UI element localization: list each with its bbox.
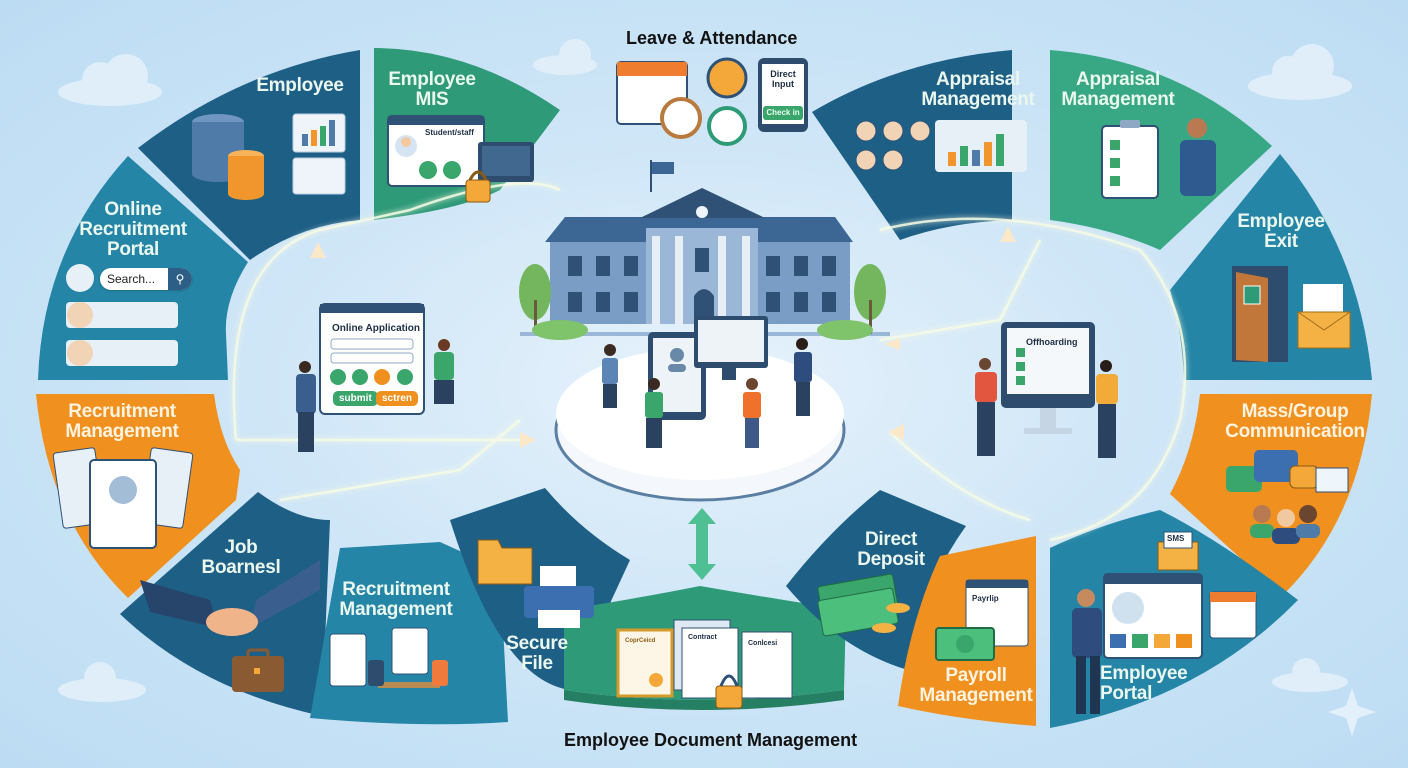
- certificate-label: CoprCeicd: [625, 638, 656, 644]
- connector-lines: [232, 182, 1187, 542]
- sms-label: SMS: [1167, 534, 1185, 543]
- monitor-icon: [694, 316, 768, 380]
- label-employee: Employee: [256, 75, 344, 96]
- staff-people-icon: [602, 338, 812, 448]
- candidate-list-icon: [66, 264, 178, 366]
- monitor-lock-icon: [465, 142, 534, 203]
- small-calendar-icon: [1209, 591, 1257, 639]
- certificate-icon: [616, 628, 674, 698]
- chat-bubbles-icon: [1226, 450, 1349, 493]
- offboarding-monitor-icon: [1001, 322, 1095, 434]
- heading-leave-attendance: Leave & Attendance: [626, 28, 798, 48]
- clipboard-icon: [1101, 120, 1159, 199]
- check-in-button: Check in: [763, 106, 803, 120]
- database-icon: [192, 114, 264, 200]
- offboarding-title: Offhoarding: [1026, 337, 1078, 347]
- submit-button: submit: [333, 391, 378, 406]
- cloud-icon: [58, 39, 1352, 702]
- action-button: sctren: [376, 391, 419, 406]
- applicant-people-icon: [296, 339, 454, 452]
- bidirectional-arrow-icon: [688, 508, 716, 580]
- team-avatars-icon: [855, 120, 931, 171]
- handshake-icon: [140, 560, 320, 636]
- payslip-label: Payrlip: [972, 594, 999, 603]
- heading-document-management: Employee Document Management: [564, 730, 858, 750]
- sparkle-icon: [1328, 688, 1376, 736]
- interview-icon: [329, 627, 448, 688]
- portal-window-icon: [1103, 573, 1203, 659]
- search-field: Search... ⚲: [100, 268, 192, 290]
- search-placeholder: Search...: [107, 272, 156, 286]
- banknote-icon: [935, 627, 995, 661]
- tablet-icon: [648, 332, 706, 420]
- segment-appraisal-2: [1050, 50, 1272, 250]
- offboarding-people-icon: [975, 358, 1118, 458]
- manager-person-icon: [1180, 118, 1216, 196]
- businessman-phone-icon: [1072, 589, 1102, 714]
- growth-chart-icon: [935, 120, 1027, 172]
- online-application-title: Online Application: [332, 323, 420, 334]
- envelope-letter-icon: [1297, 284, 1351, 349]
- briefcase-icon: [232, 648, 284, 692]
- sms-envelope-icon: [1157, 531, 1199, 571]
- exit-door-icon: [1232, 266, 1288, 362]
- padlock-icon: [715, 674, 743, 709]
- search-icon: ⚲: [168, 268, 192, 290]
- printer-icon: [524, 566, 594, 628]
- segment-mass-group-communication: [1170, 394, 1372, 596]
- segment-appraisal-1: [812, 50, 1012, 240]
- clock-icon: [660, 57, 748, 146]
- profile-card-icon: [387, 115, 485, 187]
- contract-label-1: Contract: [688, 634, 717, 641]
- folder-icon: [477, 539, 533, 585]
- application-window-icon: [319, 303, 425, 415]
- connector-arrows: [310, 226, 1016, 448]
- contract-document-icon: [673, 619, 793, 699]
- mis-card-title: Student/staff: [425, 128, 474, 137]
- group-people-icon: [1250, 505, 1320, 544]
- bar-chart-icon: [292, 113, 346, 195]
- money-stack-icon: [817, 573, 910, 637]
- campus-building-icon: [519, 160, 890, 340]
- contract-label-2: Conlcesi: [748, 640, 778, 647]
- resume-cards-icon: [52, 447, 194, 549]
